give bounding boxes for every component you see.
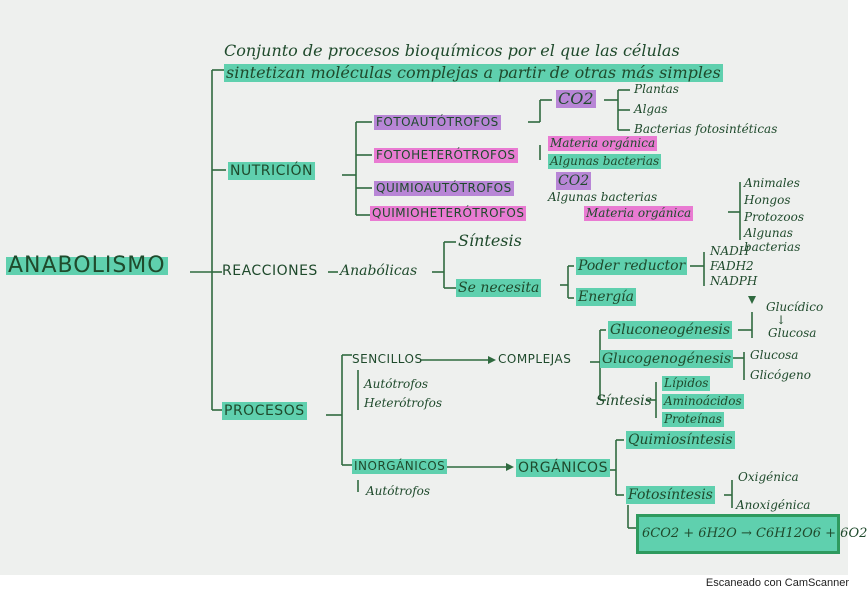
example-animales: Animales (744, 176, 800, 190)
detail-glucosa-2: Glucosa (750, 348, 799, 362)
source-co2-quimio: CO2 (556, 172, 592, 190)
organicos-label: ORGÁNICOS (516, 459, 610, 477)
need-poder-reductor: Poder reductor (576, 257, 688, 275)
branch-se-necesita: Se necesita (456, 279, 542, 297)
inorganicos-label: INORGÁNICOS (352, 459, 448, 474)
procesos-label: PROCESOS (222, 402, 307, 420)
foto-oxigenica: Oxigénica (738, 470, 799, 484)
example-algunas: Algunas (744, 226, 793, 240)
reacciones-label: REACCIONES (222, 263, 318, 279)
photosynthesis-equation: 6CO2 + 6H2O → C6H12O6 + 6O2 (642, 526, 867, 541)
example-algas: Algas (634, 102, 668, 116)
example-plantas: Plantas (634, 82, 679, 96)
organism-heterotrofos: Heterótrofos (364, 396, 443, 410)
detail-glucidico: Glucídico (766, 300, 824, 314)
definition-line-1: Conjunto de procesos bioquímicos por el … (224, 41, 680, 60)
path-sintesis: Síntesis (596, 393, 652, 409)
foto-anoxigenica: Anoxigénica (736, 498, 811, 512)
detail-arrow: ↓ (776, 313, 787, 327)
example-protozoos: Protozoos (744, 210, 805, 224)
type-quimioautotrofos: QUIMIOAUTÓTROFOS (374, 181, 514, 196)
path-gluconeogenesis: Gluconeogénesis (608, 321, 733, 339)
fotosintesis-label: Fotosíntesis (626, 486, 715, 504)
reductor-nadph: NADPH (710, 274, 758, 288)
complejas-label: COMPLEJAS (498, 352, 572, 366)
detail-proteinas: Proteínas (662, 412, 724, 427)
detail-glicogeno: Glicógeno (750, 368, 811, 382)
path-glucogenogenesis: Glucogenogénesis (600, 350, 734, 368)
nutricion-label: NUTRICIÓN (228, 162, 316, 180)
sencillos-label: SENCILLOS (352, 352, 423, 366)
quimiosintesis-label: Quimiosíntesis (626, 431, 735, 449)
reductor-fadh2: FADH2 (710, 259, 754, 273)
reductor-nadh: NADH (710, 244, 750, 258)
example-algunas-bacterias-2: Algunas bacterias (548, 190, 658, 204)
type-fotoheterotrofos: FOTOHETERÓTROFOS (374, 148, 518, 163)
reacciones-type: Anabólicas (340, 263, 418, 279)
root-label: ANABOLISMO (6, 253, 168, 278)
source-materia-foto: Materia orgánica (548, 136, 658, 151)
scanned-paper (0, 0, 848, 575)
definition-line-2: sintetizan moléculas complejas a partir … (224, 63, 723, 82)
detail-glucosa-1: Glucosa (768, 326, 817, 340)
example-hongos: Hongos (744, 193, 791, 207)
branch-sintesis: Síntesis (458, 231, 522, 250)
inorg-autotrofos: Autótrofos (366, 484, 431, 498)
example-bacterias: bacterias (744, 240, 801, 254)
need-energia: Energía (576, 288, 636, 306)
connector-lines (190, 69, 756, 529)
detail-aminoacidos: Aminoácidos (662, 394, 744, 409)
source-co2-foto: CO2 (556, 89, 596, 108)
type-quimioheterotrofos: QUIMIOHETERÓTROFOS (370, 206, 527, 221)
type-fotoautotrofos: FOTOAUTÓTROFOS (374, 115, 501, 130)
equation-box (636, 514, 840, 554)
source-materia-quimio: Materia orgánica (584, 206, 694, 221)
detail-lipidos: Lípidos (662, 376, 711, 391)
example-algunas-bacterias-1: Algunas bacterias (548, 154, 662, 169)
example-bacterias-fotosinteticas: Bacterias fotosintéticas (634, 122, 778, 136)
camscanner-footer: Escaneado con CamScanner (705, 577, 849, 589)
organism-autotrofos: Autótrofos (364, 377, 429, 391)
